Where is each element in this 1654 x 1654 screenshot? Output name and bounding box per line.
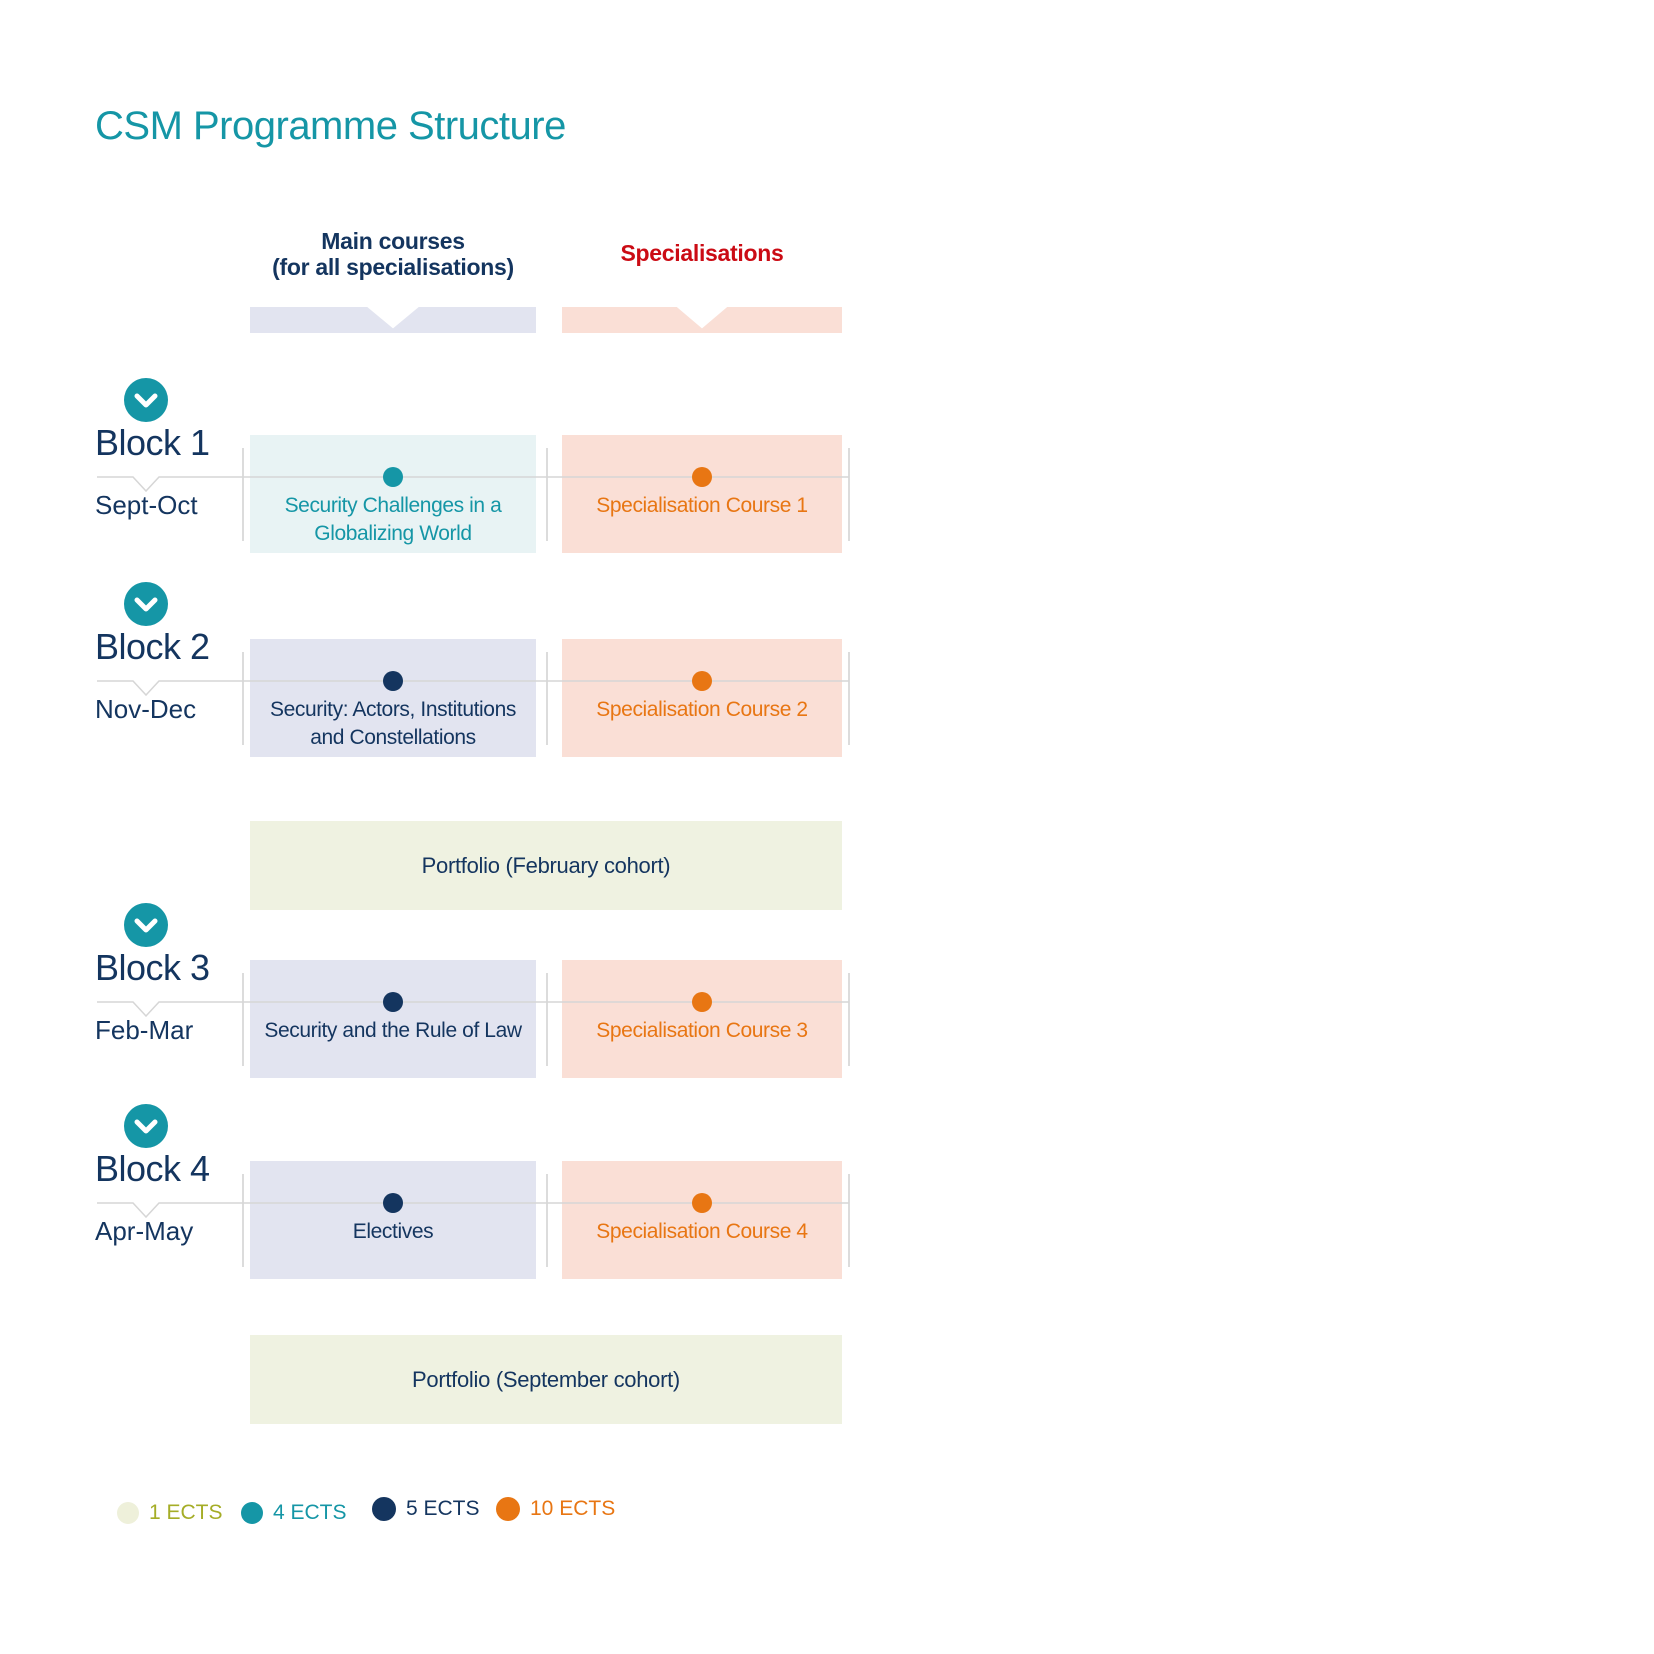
specialisation-course-box: Specialisation Course 1 [562, 435, 842, 553]
legend-label: 10 ECTS [530, 1497, 616, 1520]
ects-1-swatch-icon [117, 1502, 139, 1524]
main-courses-column-header: Main courses (for all specialisations) [250, 228, 536, 280]
chevron-down-icon [124, 1104, 168, 1148]
block-dates: Nov-Dec [95, 694, 197, 724]
chevron-down-icon [124, 378, 168, 422]
main-courses-header-line1: Main courses [321, 228, 465, 254]
main-courses-header-bar [250, 307, 536, 333]
specialisation-course-box: Specialisation Course 2 [562, 639, 842, 757]
ects-10-swatch-icon [496, 1497, 520, 1521]
legend-item-4-ects: 4 ECTS [241, 1501, 347, 1525]
block-dates: Apr-May [95, 1216, 194, 1246]
ects-5-swatch-icon [372, 1497, 396, 1521]
block-dates: Sept-Oct [95, 490, 198, 520]
main-course-box: Security Challenges in a Globalizing Wor… [250, 435, 536, 553]
main-courses-header-line2: (for all specialisations) [272, 254, 514, 280]
block-title: Block 4 [95, 1148, 210, 1189]
block-row-4: Block 4 Apr-May Electives Specialisation… [0, 1104, 900, 1294]
chevron-down-icon [124, 582, 168, 626]
legend-item-5-ects: 5 ECTS [372, 1497, 480, 1521]
legend-label: 1 ECTS [149, 1501, 223, 1524]
block-row-3: Block 3 Feb-Mar Security and the Rule of… [0, 903, 900, 1093]
specialisation-course-box: Specialisation Course 4 [562, 1161, 842, 1279]
legend-item-1-ects: 1 ECTS [117, 1501, 223, 1525]
block-dates: Feb-Mar [95, 1015, 194, 1045]
legend-label: 4 ECTS [273, 1501, 347, 1524]
block-title: Block 2 [95, 626, 210, 667]
chevron-down-icon [124, 903, 168, 947]
specialisations-column-header: Specialisations [620, 240, 784, 266]
specialisation-course-box: Specialisation Course 3 [562, 960, 842, 1078]
legend-label: 5 ECTS [406, 1497, 480, 1520]
block-row-1: Block 1 Sept-Oct Security Challenges in … [0, 378, 900, 568]
legend-item-10-ects: 10 ECTS [496, 1497, 615, 1521]
main-course-box: Security and the Rule of Law [250, 960, 536, 1078]
ects-4-swatch-icon [241, 1502, 263, 1524]
portfolio-september-bar: Portfolio (September cohort) [250, 1335, 842, 1424]
specialisations-header-bar [562, 307, 842, 333]
block-row-2: Block 2 Nov-Dec Security: Actors, Instit… [0, 582, 900, 772]
portfolio-february-bar: Portfolio (February cohort) [250, 821, 842, 910]
block-title: Block 3 [95, 947, 210, 988]
page-title: CSM Programme Structure [95, 104, 566, 148]
main-course-box: Security: Actors, Institutions and Const… [250, 639, 536, 757]
block-title: Block 1 [95, 422, 210, 463]
main-course-box: Electives [250, 1161, 536, 1279]
